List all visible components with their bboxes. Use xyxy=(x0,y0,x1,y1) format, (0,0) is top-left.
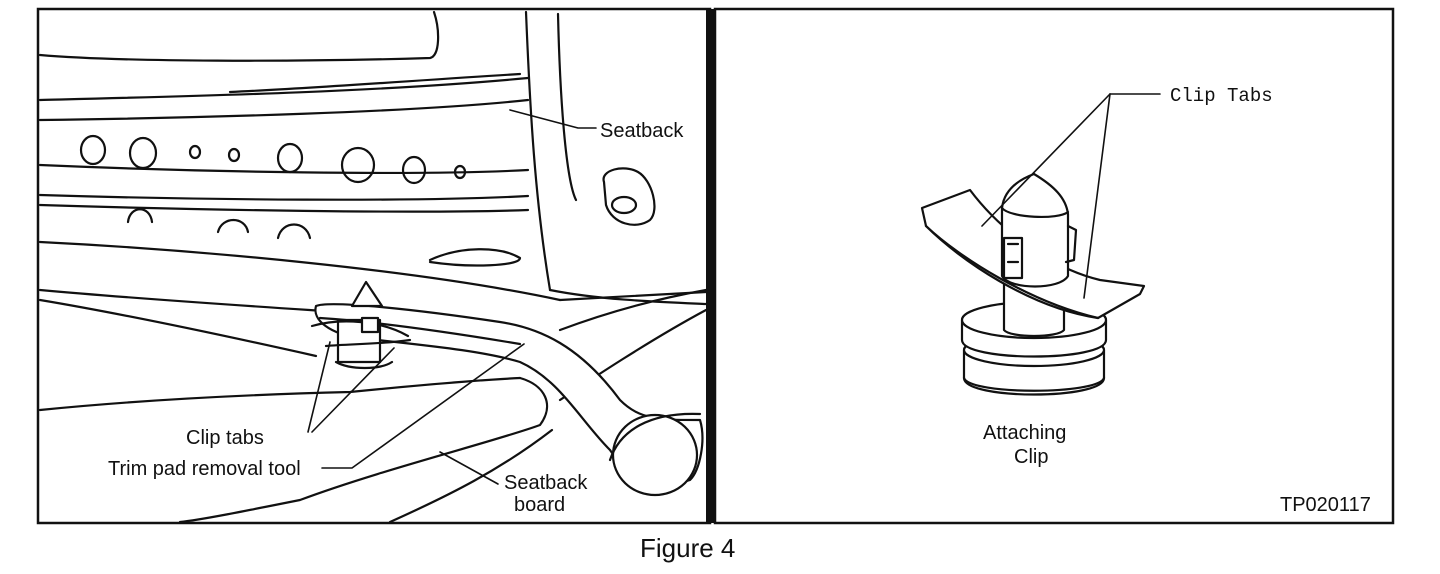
left-panel: Seatback Clip tabs Trim pad removal tool… xyxy=(36,7,712,525)
right-panel-frame xyxy=(713,7,1395,525)
label-attaching-clip-line1: Attaching xyxy=(983,422,1066,444)
attaching-clip-illustration xyxy=(920,172,1146,396)
seatback-illustration xyxy=(38,10,708,524)
right-leaders xyxy=(981,93,1161,299)
label-seatback-board-line2: board xyxy=(514,494,565,516)
panel-divider xyxy=(706,9,715,523)
label-trim-pad-removal-tool: Trim pad removal tool xyxy=(108,458,301,480)
trim-pad-removal-tool-illustration xyxy=(314,303,704,497)
figure-caption: Figure 4 xyxy=(640,533,735,563)
label-seatback: Seatback xyxy=(600,120,684,142)
label-clip-tabs-right: Clip Tabs xyxy=(1170,85,1273,107)
label-clip-tabs-left: Clip tabs xyxy=(186,427,264,449)
part-code: TP020117 xyxy=(1280,494,1371,516)
label-attaching-clip-line2: Clip xyxy=(1014,446,1048,468)
clip-illustration-left xyxy=(310,280,412,370)
right-panel: Clip Tabs Attaching Clip TP020117 xyxy=(713,7,1395,525)
label-seatback-board-line1: Seatback xyxy=(504,472,588,494)
left-leaders xyxy=(307,109,597,485)
